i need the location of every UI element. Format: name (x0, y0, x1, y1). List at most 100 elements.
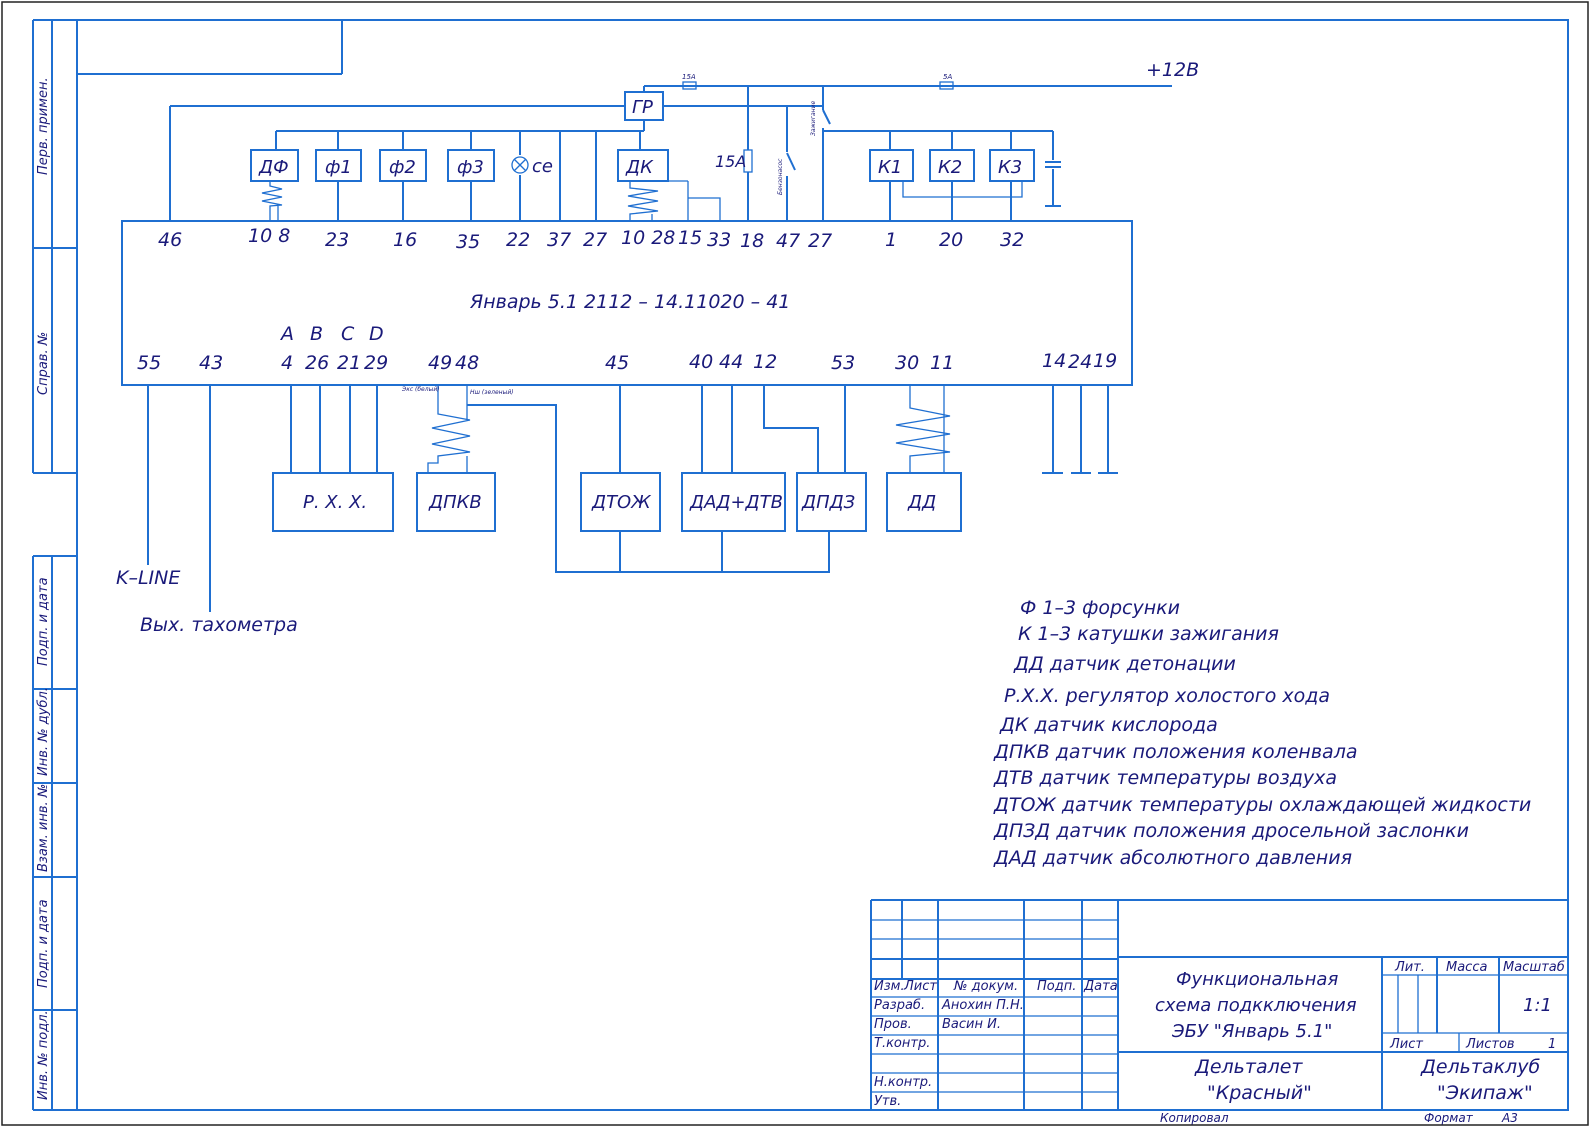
footer-kopiroval: Копировал (1160, 1111, 1229, 1125)
legend-item: ДАД датчик абсолютного давления (993, 847, 1352, 869)
check-engine-lamp: ce (511, 156, 553, 177)
tacho-label: Вых. тахометра (140, 614, 298, 636)
lit-label: Лит. (1394, 960, 1425, 975)
svg-text:ф2: ф2 (389, 157, 416, 178)
svg-text:46: 46 (158, 229, 182, 251)
fuse-15a-branch: 15А (715, 86, 753, 221)
legend-item: ДТВ датчик температуры воздуха (993, 767, 1337, 789)
svg-text:20: 20 (939, 229, 963, 251)
footer-format-label: Формат (1424, 1111, 1474, 1125)
svg-text:43: 43 (199, 352, 223, 374)
crank-sensor-dpkv: ДПКВ (416, 472, 496, 532)
side-label-vzam: Взам. инв. № (36, 784, 51, 872)
svg-text:ce: ce (532, 156, 553, 177)
corner-stamp (77, 20, 343, 75)
drawing-frame (76, 19, 1569, 1111)
org-left-1: Дельталет (1194, 1056, 1303, 1078)
svg-text:10 8: 10 8 (248, 225, 290, 247)
svg-text:К1: К1 (878, 157, 902, 178)
role-prov: Пров. (874, 1017, 912, 1032)
fuse-small-label-1: 15А (682, 73, 696, 81)
knock-sensor-dd: ДД (886, 472, 962, 532)
svg-text:40: 40 (689, 351, 713, 373)
svg-text:1: 1 (885, 229, 897, 251)
doc-title-3: ЭБУ "Январь 5.1" (1171, 1021, 1332, 1042)
svg-text:4: 4 (281, 352, 293, 374)
svg-text:44: 44 (719, 351, 743, 373)
side-label-podp1: Подп. и дата (36, 577, 51, 666)
svg-text:19: 19 (1093, 350, 1117, 372)
legend-item: Ф 1–3 форсунки (1020, 597, 1180, 619)
svg-text:ДК: ДК (625, 157, 654, 178)
svg-text:18: 18 (740, 230, 764, 252)
footer-format-value: А3 (1501, 1111, 1518, 1125)
throttle-sensor-dpdz: ДПДЗ (796, 472, 867, 532)
name-prov: Васин И. (942, 1017, 1001, 1032)
svg-text:ф3: ф3 (457, 157, 484, 178)
switch-2-label: Зажигание (810, 101, 817, 136)
legend-item: К 1–3 катушки зажигания (1018, 623, 1279, 645)
org-right-1: Дельтаклуб (1420, 1056, 1540, 1078)
col-list: Лист (903, 979, 937, 994)
side-label-inv-podl: Инв. № подл. (36, 1010, 51, 1100)
svg-text:55: 55 (137, 352, 161, 374)
svg-text:26: 26 (305, 352, 329, 374)
injector-f3: ф3 (447, 149, 495, 221)
svg-text:27: 27 (808, 230, 832, 252)
coolant-sensor-dtozh: ДТОЖ (580, 472, 661, 532)
role-nkontr: Н.контр. (874, 1075, 932, 1090)
side-label-inv-dubl: Инв. № дубл. (36, 687, 51, 776)
suppression-capacitor (1045, 131, 1061, 207)
fuse-small-label-2: 5А (943, 73, 952, 81)
svg-text:37: 37 (547, 229, 571, 251)
role-tkontr: Т.контр. (874, 1036, 930, 1051)
legend-item: ДПЗД датчик положения дросельной заслонк… (993, 820, 1469, 842)
ignition-coil-k3: К3 (902, 131, 1035, 221)
svg-text:16: 16 (393, 229, 417, 251)
svg-text:К3: К3 (998, 157, 1022, 178)
svg-text:ДПДЗ: ДПДЗ (801, 492, 856, 513)
svg-text:48: 48 (455, 352, 479, 374)
listov-label: Листов (1465, 1037, 1515, 1052)
bottom-wiring: Экс (белый) Нш (зеленый) (147, 385, 1118, 612)
role-utv: Утв. (874, 1094, 901, 1109)
svg-text:14: 14 (1042, 350, 1066, 372)
svg-text:B: B (310, 323, 323, 345)
ecu-top-pins: 46 10 8 23 16 35 22 37 27 10 28 15 33 18… (158, 225, 1024, 253)
fuse-15a-label: 15А (715, 152, 746, 171)
ecu-bottom-pins: A B C D 55 43 4 26 21 29 49 48 45 40 44 … (137, 323, 1117, 374)
col-podp: Подп. (1037, 979, 1076, 994)
side-label-perv: Перв. примен. (36, 77, 51, 175)
injector-f1: ф1 (315, 149, 362, 221)
svg-text:24: 24 (1068, 351, 1092, 373)
list-label: Лист (1389, 1037, 1423, 1052)
col-data: Дата (1083, 979, 1118, 994)
map-sensor-dad-dtv: ДАД+ДТВ (681, 472, 786, 532)
org-left-2: "Красный" (1207, 1082, 1312, 1104)
svg-text:45: 45 (605, 352, 629, 374)
svg-text:32: 32 (1000, 229, 1024, 251)
injector-f2: ф2 (379, 149, 427, 221)
svg-text:33: 33 (707, 229, 731, 251)
col-dokum: № докум. (953, 979, 1018, 994)
ignition-coil-k2: К2 (929, 131, 975, 221)
svg-text:Р. Х. Х.: Р. Х. Х. (303, 492, 367, 513)
svg-text:C: C (341, 323, 355, 345)
svg-text:A: A (279, 323, 294, 345)
ecu-name: Январь 5.1 2112 – 14.11020 – 41 (469, 291, 790, 313)
masshtab-label: Масштаб (1503, 960, 1565, 975)
relay-gr-label: ГР (632, 97, 653, 118)
scale-value: 1:1 (1523, 995, 1552, 1016)
legend-item: ДПКВ датчик положения коленвала (993, 741, 1357, 763)
svg-text:30: 30 (895, 352, 919, 374)
side-strip: Перв. примен. Справ. № Подп. и дата Инв.… (32, 19, 77, 1111)
role-razrab: Разраб. (874, 998, 925, 1013)
svg-text:47: 47 (776, 230, 800, 252)
legend-item: ДТОЖ датчик температуры охлаждающей жидк… (993, 794, 1531, 816)
relay-wires (169, 105, 823, 221)
ecu-block (121, 220, 1133, 386)
switch-1-label: Бензонасос (777, 158, 784, 195)
svg-text:29: 29 (364, 352, 388, 374)
svg-text:10 28: 10 28 (621, 227, 675, 249)
